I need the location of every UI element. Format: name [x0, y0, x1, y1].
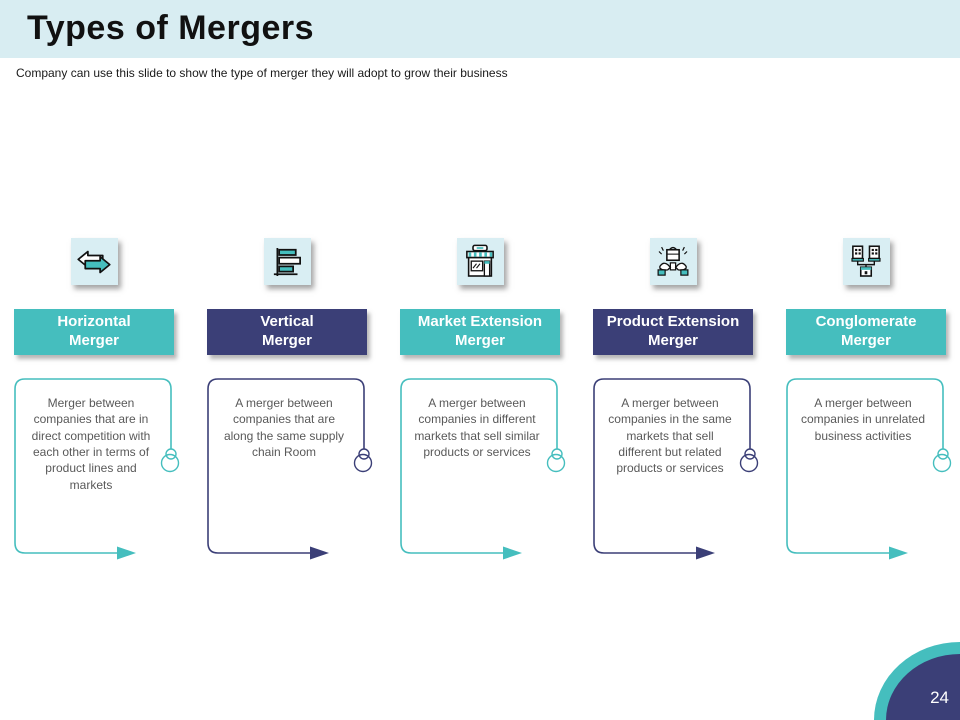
description-outline [593, 378, 759, 560]
page-number: 24 [930, 688, 949, 707]
title-line2: Merger [68, 332, 120, 349]
description-outline [786, 378, 952, 560]
description-shape: A merger between companies that are alon… [207, 377, 373, 569]
page-title: Types of Mergers [27, 9, 315, 47]
title-line1: Market Extension [417, 313, 543, 331]
column-product-extension-merger: Product Extension Merger A merger betwee… [593, 238, 759, 569]
description-shape: A merger between companies in the same m… [593, 377, 759, 569]
column-vertical-merger: Vertical Merger A merger between compani… [207, 238, 373, 569]
description-text: A merger between companies in the same m… [608, 396, 732, 476]
description-shape: A merger between companies in different … [400, 377, 566, 569]
description-shape: Merger between companies that are in dir… [14, 377, 180, 569]
description-text: Merger between companies that are in dir… [31, 396, 151, 492]
arrow-right-icon [310, 546, 329, 560]
title-box-vertical-merger: Vertical Merger [207, 309, 367, 355]
description-outline [207, 378, 373, 560]
icon-box [70, 238, 118, 285]
arrow-right-icon [696, 546, 715, 560]
title-box-market-extension-merger: Market Extension Merger [400, 309, 560, 355]
hands-product-icon [657, 246, 689, 276]
merger-columns: Horizontal Merger Merger between compani… [14, 238, 952, 569]
bar-chart-icon [273, 247, 301, 276]
column-market-extension-merger: Market Extension Merger A merger between… [400, 238, 566, 569]
arrow-right-icon [117, 546, 136, 560]
description-text: A merger between companies in different … [414, 396, 540, 459]
slide-subtitle: Company can use this slide to show the t… [16, 66, 508, 80]
corner-disc [886, 654, 960, 720]
title-box-horizontal-merger: Horizontal Merger [14, 309, 174, 355]
storefront-icon [466, 244, 494, 277]
merged-companies-icon [851, 244, 881, 277]
title-box-conglomerate-merger: Conglomerate Merger [786, 309, 946, 355]
column-conglomerate-merger: Conglomerate Merger A merger between com… [786, 238, 952, 569]
title-line1: Conglomerate [815, 313, 917, 331]
title-line1: Vertical [260, 313, 314, 331]
title-line2: Merger [840, 332, 891, 349]
icon-box [842, 238, 890, 285]
description-text: A merger between companies in unrelated … [800, 396, 926, 443]
title-line2: Merger [647, 332, 699, 349]
title-line1: Horizontal [57, 313, 131, 331]
double-arrow-icon [77, 250, 111, 273]
arrow-right-icon [889, 546, 908, 560]
column-horizontal-merger: Horizontal Merger Merger between compani… [14, 238, 180, 569]
description-outline [14, 378, 180, 560]
icon-box [456, 238, 504, 285]
description-outline [400, 378, 566, 560]
title-box-product-extension-merger: Product Extension Merger [593, 309, 753, 355]
title-line1: Product Extension [606, 313, 740, 331]
description-text: A merger between companies that are alon… [223, 396, 345, 459]
icon-box [649, 238, 697, 285]
header-strip [0, 0, 960, 58]
description-shape: A merger between companies in unrelated … [786, 377, 952, 569]
title-line2: Merger [454, 332, 506, 349]
title-line2: Merger [261, 332, 313, 349]
arrow-right-icon [503, 546, 522, 560]
icon-box [263, 238, 311, 285]
